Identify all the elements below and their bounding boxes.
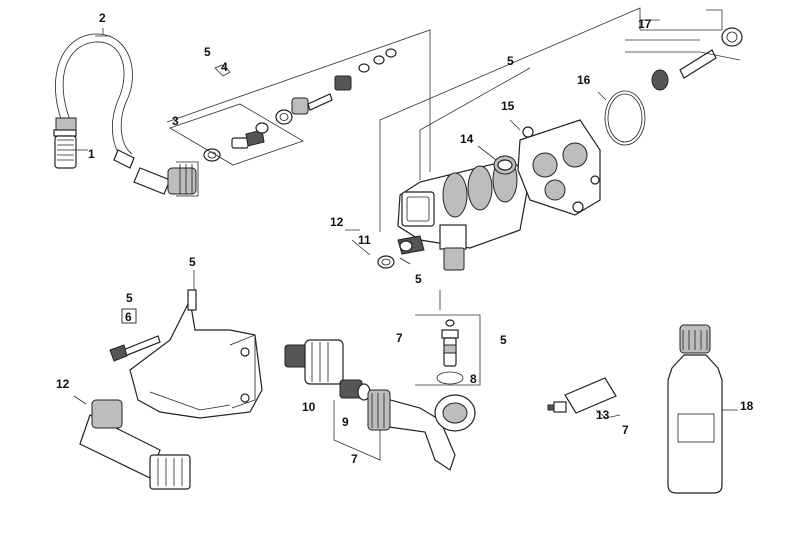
leader-lines-right (379, 7, 741, 232)
mounting-bracket (129, 289, 263, 419)
callout-5c: 5 (415, 272, 422, 286)
o-ring-large (604, 90, 646, 146)
valve-parts-row-4 (275, 48, 397, 125)
callout-14: 14 (460, 132, 474, 146)
mounting-bolt (109, 270, 195, 362)
callout-7a: 7 (396, 331, 403, 345)
callout-15: 15 (501, 99, 515, 113)
callout-5d: 5 (189, 255, 196, 269)
callout-5b: 5 (507, 54, 514, 68)
callout-5e: 5 (126, 291, 133, 305)
grease-tube (547, 377, 621, 419)
callout-1: 1 (88, 147, 95, 161)
callout-4: 4 (221, 60, 228, 74)
callout-3: 3 (172, 114, 179, 128)
hose-connector (284, 339, 344, 385)
callout-17: 17 (638, 17, 652, 31)
filter-insert (339, 379, 371, 401)
callout-18: 18 (740, 399, 754, 413)
outlet-pipe (73, 395, 191, 490)
inlet-elbow (113, 149, 199, 197)
callout-2: 2 (99, 11, 106, 25)
suction-filter (53, 117, 77, 169)
callout-5a: 5 (204, 45, 211, 59)
callout-9: 9 (342, 415, 349, 429)
valve-insert (436, 319, 464, 385)
callout-13: 13 (596, 408, 610, 422)
callout-6: 6 (125, 310, 132, 324)
callout-8: 8 (470, 372, 477, 386)
cylinder-plate (517, 119, 601, 216)
valve-parts-row-3 (203, 122, 269, 162)
callout-7c: 7 (622, 423, 629, 437)
pump-head (397, 157, 531, 271)
small-washer (345, 229, 411, 269)
inlet-pipe (367, 389, 476, 471)
callout-labels: 2 1 3 5 4 5 17 16 15 14 12 11 5 5 5 6 7 … (56, 11, 754, 466)
callout-16: 16 (577, 73, 591, 87)
leader-lines-lower (333, 290, 481, 461)
suction-hose (55, 33, 133, 161)
callout-11: 11 (358, 233, 371, 247)
callout-5f: 5 (500, 333, 507, 347)
seal-ring (493, 155, 517, 175)
callout-7b: 7 (351, 452, 358, 466)
callout-box-6 (121, 308, 137, 324)
callout-12b: 12 (56, 377, 70, 391)
piston-parts (651, 27, 743, 91)
callout-12a: 12 (330, 215, 344, 229)
oil-bottle (667, 324, 738, 494)
callout-10: 10 (302, 400, 316, 414)
